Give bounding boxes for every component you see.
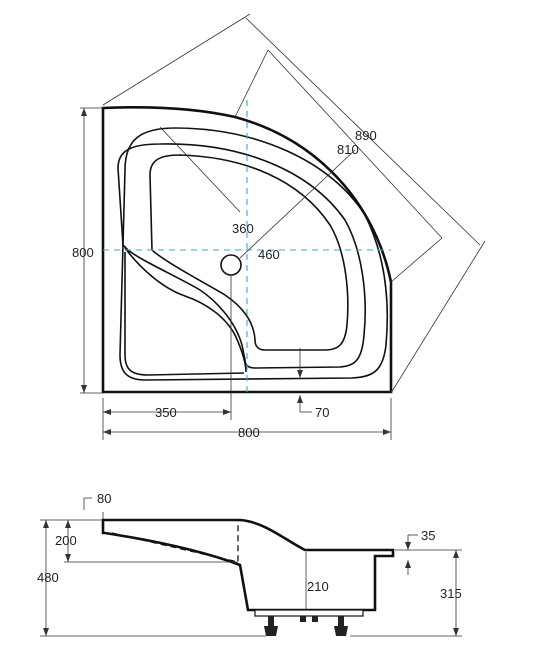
dim-line-810: [267, 49, 443, 239]
seat-curve: [124, 247, 247, 373]
drain-circle: [220, 254, 242, 276]
dim-drain-offset-y-label: 360: [232, 221, 254, 236]
support-frame: [254, 609, 364, 617]
dim-diagonal-inner-label: 810: [337, 142, 359, 157]
side-profile-outline: [101, 518, 395, 612]
side-view: 80 200 480 35 210 315: [37, 491, 462, 637]
dim-height-left-label: 800: [72, 245, 94, 260]
dim-basin-depth-label: 210: [307, 579, 329, 594]
dim-rim-overhang-label: 80: [97, 491, 111, 506]
tub-outer-outline: [101, 105, 393, 394]
dim-leg-height-label: 315: [440, 586, 462, 601]
seat-lower-outline: [124, 252, 245, 376]
dim-rim-thickness-label: 35: [421, 528, 435, 543]
leg-middle: [300, 616, 318, 622]
tub-rim-inner: [119, 127, 389, 381]
dim-drain-offset-x-label: 350: [155, 405, 177, 420]
dim-width-bottom-label: 800: [238, 425, 260, 440]
top-view: 800 890 810 360 460 350 70: [72, 13, 486, 440]
dim-total-height-label: 480: [37, 570, 59, 585]
dim-diagonal-outer-label: 890: [355, 128, 377, 143]
dim-line-460: [239, 149, 356, 259]
dim-rim-width-label: 70: [315, 405, 329, 420]
dim-line-890: [245, 17, 481, 246]
basin-outer: [117, 143, 366, 369]
dim-line-360: [159, 126, 241, 213]
hidden-basin-line: [111, 520, 239, 563]
leg-left: [264, 616, 278, 636]
leg-right: [334, 616, 348, 636]
basin-inner: [149, 154, 349, 351]
dim-drain-offset-diag-label: 460: [258, 247, 280, 262]
dim-seat-depth-label: 200: [55, 533, 77, 548]
